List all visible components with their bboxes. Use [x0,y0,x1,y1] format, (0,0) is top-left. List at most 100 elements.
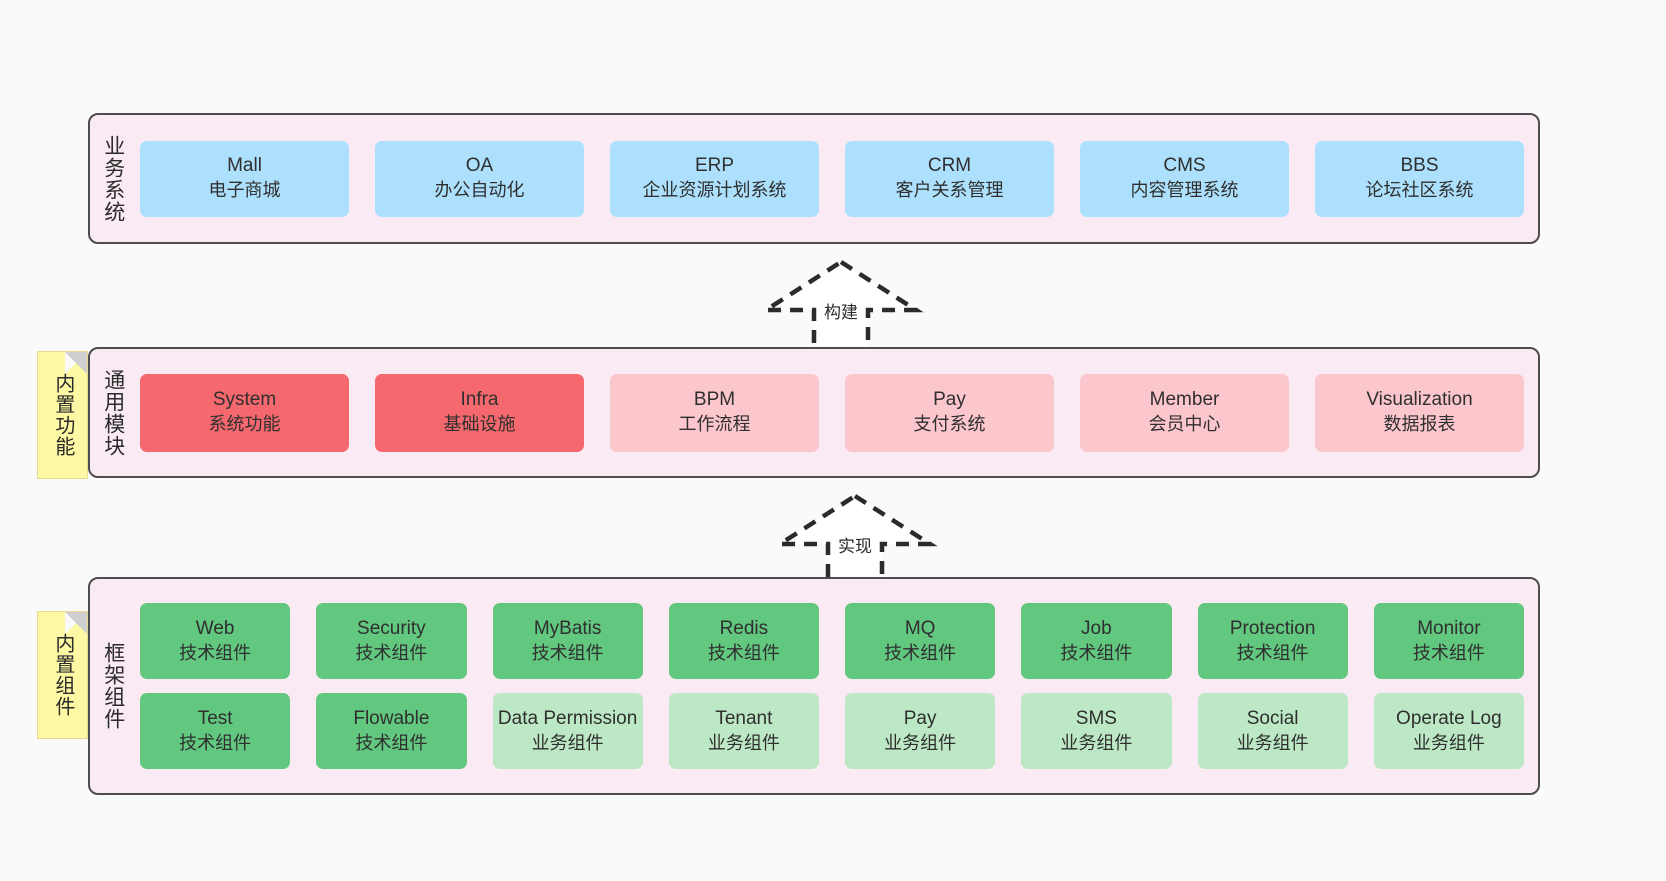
component-card-redis[interactable]: Redis 技术组件 [668,603,819,679]
card-subtitle: 数据报表 [1383,414,1456,435]
component-card-operate-log[interactable]: Operate Log 业务组件 [1373,693,1524,769]
layer-framework-label: 框架组件 [101,642,125,730]
card-subtitle: 技术组件 [355,642,428,663]
business-card-cms[interactable]: CMS 内容管理系统 [1080,140,1289,217]
component-card-security[interactable]: Security 技术组件 [316,603,467,679]
module-card-system[interactable]: System 系统功能 [140,373,349,452]
card-subtitle: 电子商城 [208,180,281,201]
card-subtitle: 企业资源计划系统 [642,180,787,201]
card-subtitle: 支付系统 [913,414,986,435]
module-card-infra[interactable]: Infra 基础设施 [375,373,584,452]
card-title: Mall [227,155,262,177]
sticky-note-common-label: 内置功能 [51,373,74,457]
card-title: Flowable [353,707,430,729]
card-title: BBS [1400,155,1439,177]
card-title: SMS [1075,707,1117,729]
module-card-visualization[interactable]: Visualization 数据报表 [1315,373,1524,452]
connector-arrow-build: 构建 [756,258,926,354]
card-title: Web [195,617,235,639]
card-subtitle: 技术组件 [1412,642,1485,663]
card-title: Tenant [715,707,773,729]
card-title: ERP [694,155,735,177]
component-card-monitor[interactable]: Monitor 技术组件 [1373,603,1524,679]
business-card-row: Mall 电子商城 OA 办公自动化 ERP 企业资源计划系统 CRM 客户关系管理 CMS 内容… [140,140,1524,217]
module-card-pay[interactable]: Pay 支付系统 [845,373,1054,452]
component-card-flowable[interactable]: Flowable 技术组件 [316,693,467,769]
card-subtitle: 基础设施 [443,414,516,435]
card-title: Pay [903,707,937,729]
card-title: Monitor [1417,617,1481,639]
card-subtitle: 业务组件 [884,732,957,753]
card-title: MyBatis [533,617,602,639]
business-card-bbs[interactable]: BBS 论坛社区系统 [1315,140,1524,217]
card-subtitle: 技术组件 [707,642,780,663]
layer-common-label: 通用模块 [101,368,125,457]
card-subtitle: 系统功能 [208,414,281,435]
card-title: BPM [693,389,736,411]
business-card-erp[interactable]: ERP 企业资源计划系统 [610,140,819,217]
component-card-web[interactable]: Web 技术组件 [140,603,291,679]
layer-business-systems: 业务系统 Mall 电子商城 OA 办公自动化 ERP 企业资源计划系统 CRM 客户关系管理… [88,113,1540,244]
card-title: Job [1081,617,1112,639]
card-subtitle: 技术组件 [1060,642,1133,663]
card-subtitle: 技术组件 [1236,642,1309,663]
component-card-pay[interactable]: Pay 业务组件 [845,693,996,769]
card-subtitle: 论坛社区系统 [1365,180,1474,201]
component-card-mq[interactable]: MQ 技术组件 [845,603,996,679]
card-subtitle: 业务组件 [1060,732,1133,753]
card-title: Pay [933,389,966,411]
business-card-crm[interactable]: CRM 客户关系管理 [845,140,1054,217]
card-subtitle: 业务组件 [1412,732,1485,753]
component-card-sms[interactable]: SMS 业务组件 [1021,693,1172,769]
card-title: CRM [927,155,972,177]
connector-arrow-implement: 实现 [770,492,940,588]
card-title: MQ [904,617,936,639]
card-title: Member [1149,389,1220,411]
business-card-mall[interactable]: Mall 电子商城 [140,140,349,217]
card-title: Test [197,707,233,729]
card-title: Data Permission [497,707,638,729]
card-title: Visualization [1366,389,1473,411]
component-card-protection[interactable]: Protection 技术组件 [1197,603,1348,679]
component-card-mybatis[interactable]: MyBatis 技术组件 [492,603,643,679]
layer-business-body: Mall 电子商城 OA 办公自动化 ERP 企业资源计划系统 CRM 客户关系管理 CMS 内容… [136,115,1538,242]
card-subtitle: 办公自动化 [434,180,525,201]
card-title: OA [465,155,494,177]
card-title: Protection [1229,617,1316,639]
card-title: Security [357,617,426,639]
card-subtitle: 会员中心 [1148,414,1221,435]
card-title: Social [1246,707,1299,729]
card-title: CMS [1163,155,1206,177]
card-subtitle: 技术组件 [179,642,252,663]
card-subtitle: 技术组件 [884,642,957,663]
card-subtitle: 技术组件 [355,732,428,753]
card-title: Operate Log [1396,707,1502,729]
card-subtitle: 技术组件 [531,642,604,663]
component-card-data-permission[interactable]: Data Permission 业务组件 [492,693,643,769]
component-card-job[interactable]: Job 技术组件 [1021,603,1172,679]
card-title: Redis [719,617,769,639]
module-card-member[interactable]: Member 会员中心 [1080,373,1289,452]
sticky-note-builtin-functions: 内置功能 [37,351,88,479]
card-title: System [212,389,277,411]
card-title: Infra [460,389,499,411]
card-subtitle: 业务组件 [1236,732,1309,753]
card-subtitle: 业务组件 [531,732,604,753]
sticky-note-framework-label: 内置组件 [51,633,74,717]
component-card-social[interactable]: Social 业务组件 [1197,693,1348,769]
card-subtitle: 客户关系管理 [895,180,1004,201]
card-subtitle: 内容管理系统 [1130,180,1239,201]
layer-business-label: 业务系统 [101,134,125,223]
business-card-oa[interactable]: OA 办公自动化 [375,140,584,217]
sticky-note-builtin-components: 内置组件 [37,611,88,739]
